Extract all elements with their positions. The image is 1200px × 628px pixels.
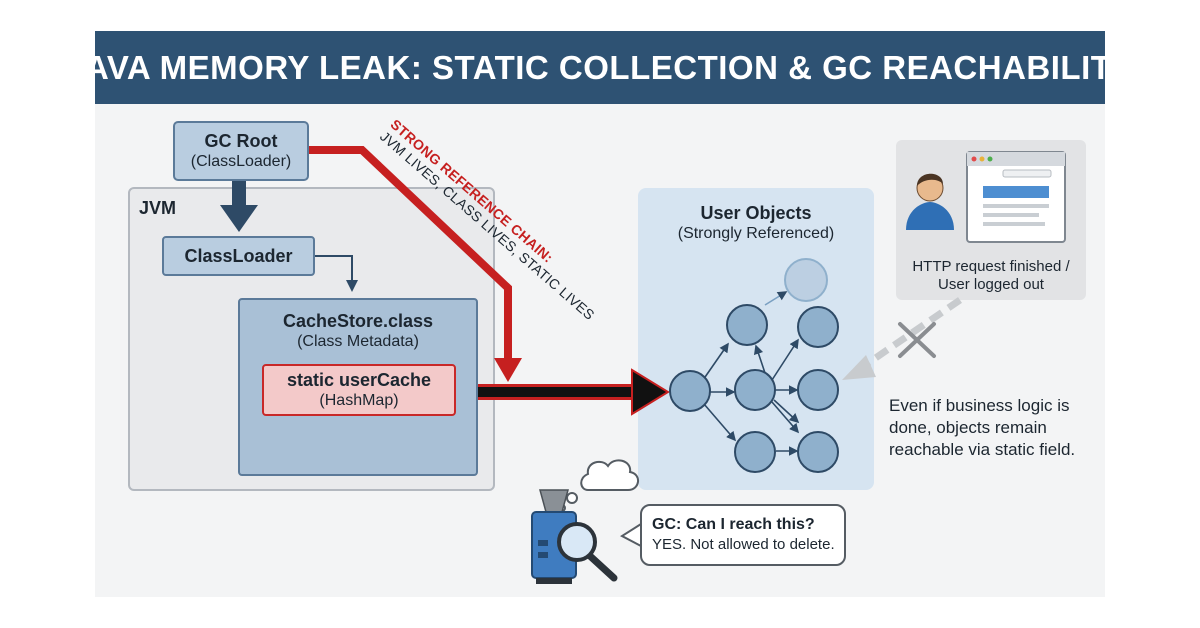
user-objects-title: User Objects [700, 203, 812, 223]
faded-edge [764, 291, 788, 306]
gcroot-to-classloader-arrow [220, 181, 258, 232]
cachestore-subtitle: (Class Metadata) [297, 333, 419, 350]
user-icon [906, 173, 954, 230]
classloader-label: ClassLoader [184, 246, 293, 266]
user-objects-subtitle: (Strongly Referenced) [677, 225, 835, 242]
blocked-x-icon [898, 322, 936, 358]
edge [753, 344, 767, 377]
page-title: JAVA MEMORY LEAK: STATIC COLLECTION & GC… [66, 48, 1134, 86]
classloader-box: ClassLoader [162, 236, 315, 276]
http-line-1: HTTP request finished / [912, 258, 1070, 275]
object-node [797, 306, 839, 348]
title-bar: JAVA MEMORY LEAK: STATIC COLLECTION & GC… [66, 31, 1133, 104]
object-node [734, 369, 776, 411]
edge [702, 342, 729, 381]
edge [703, 403, 737, 442]
faded-object-node [784, 258, 828, 302]
gc-root-box: GC Root (ClassLoader) [173, 121, 309, 181]
gc-root-title: GC Root [204, 131, 278, 151]
usercache-subtitle: (HashMap) [319, 392, 399, 409]
http-line-2: User logged out [938, 276, 1044, 293]
gc-answer: YES. Not allowed to delete. [652, 536, 835, 553]
usercache-box: static userCache (HashMap) [262, 364, 456, 416]
usercache-title: static userCache [286, 370, 432, 390]
classloader-to-cachestore-arrow [315, 255, 358, 292]
object-node [726, 304, 768, 346]
edge [771, 338, 799, 381]
object-node [797, 431, 839, 473]
magnifier-icon [557, 522, 618, 582]
bubble-tail [620, 523, 642, 547]
jvm-label: JVM [139, 198, 177, 218]
object-node [734, 431, 776, 473]
reachability-note: Even if business logic is done, objects … [889, 396, 1076, 459]
object-node [669, 370, 711, 412]
blocked-release-arrow [842, 297, 962, 380]
browser-window-icon [966, 151, 1066, 243]
http-status-text: HTTP request finished / User logged out [904, 258, 1078, 294]
strong-reference-arrowhead [494, 358, 522, 382]
strong-reference-path [309, 146, 512, 360]
usercache-to-objects-arrow [456, 368, 670, 416]
gc-root-subtitle: (ClassLoader) [190, 153, 292, 170]
edge [771, 401, 800, 434]
gc-question: GC: Can I reach this? [652, 516, 815, 533]
cachestore-title: CacheStore.class [282, 311, 434, 331]
edge [773, 399, 800, 424]
thought-cloud-icon [558, 459, 639, 512]
object-node [797, 369, 839, 411]
gc-speech-bubble: GC: Can I reach this? YES. Not allowed t… [640, 504, 846, 566]
